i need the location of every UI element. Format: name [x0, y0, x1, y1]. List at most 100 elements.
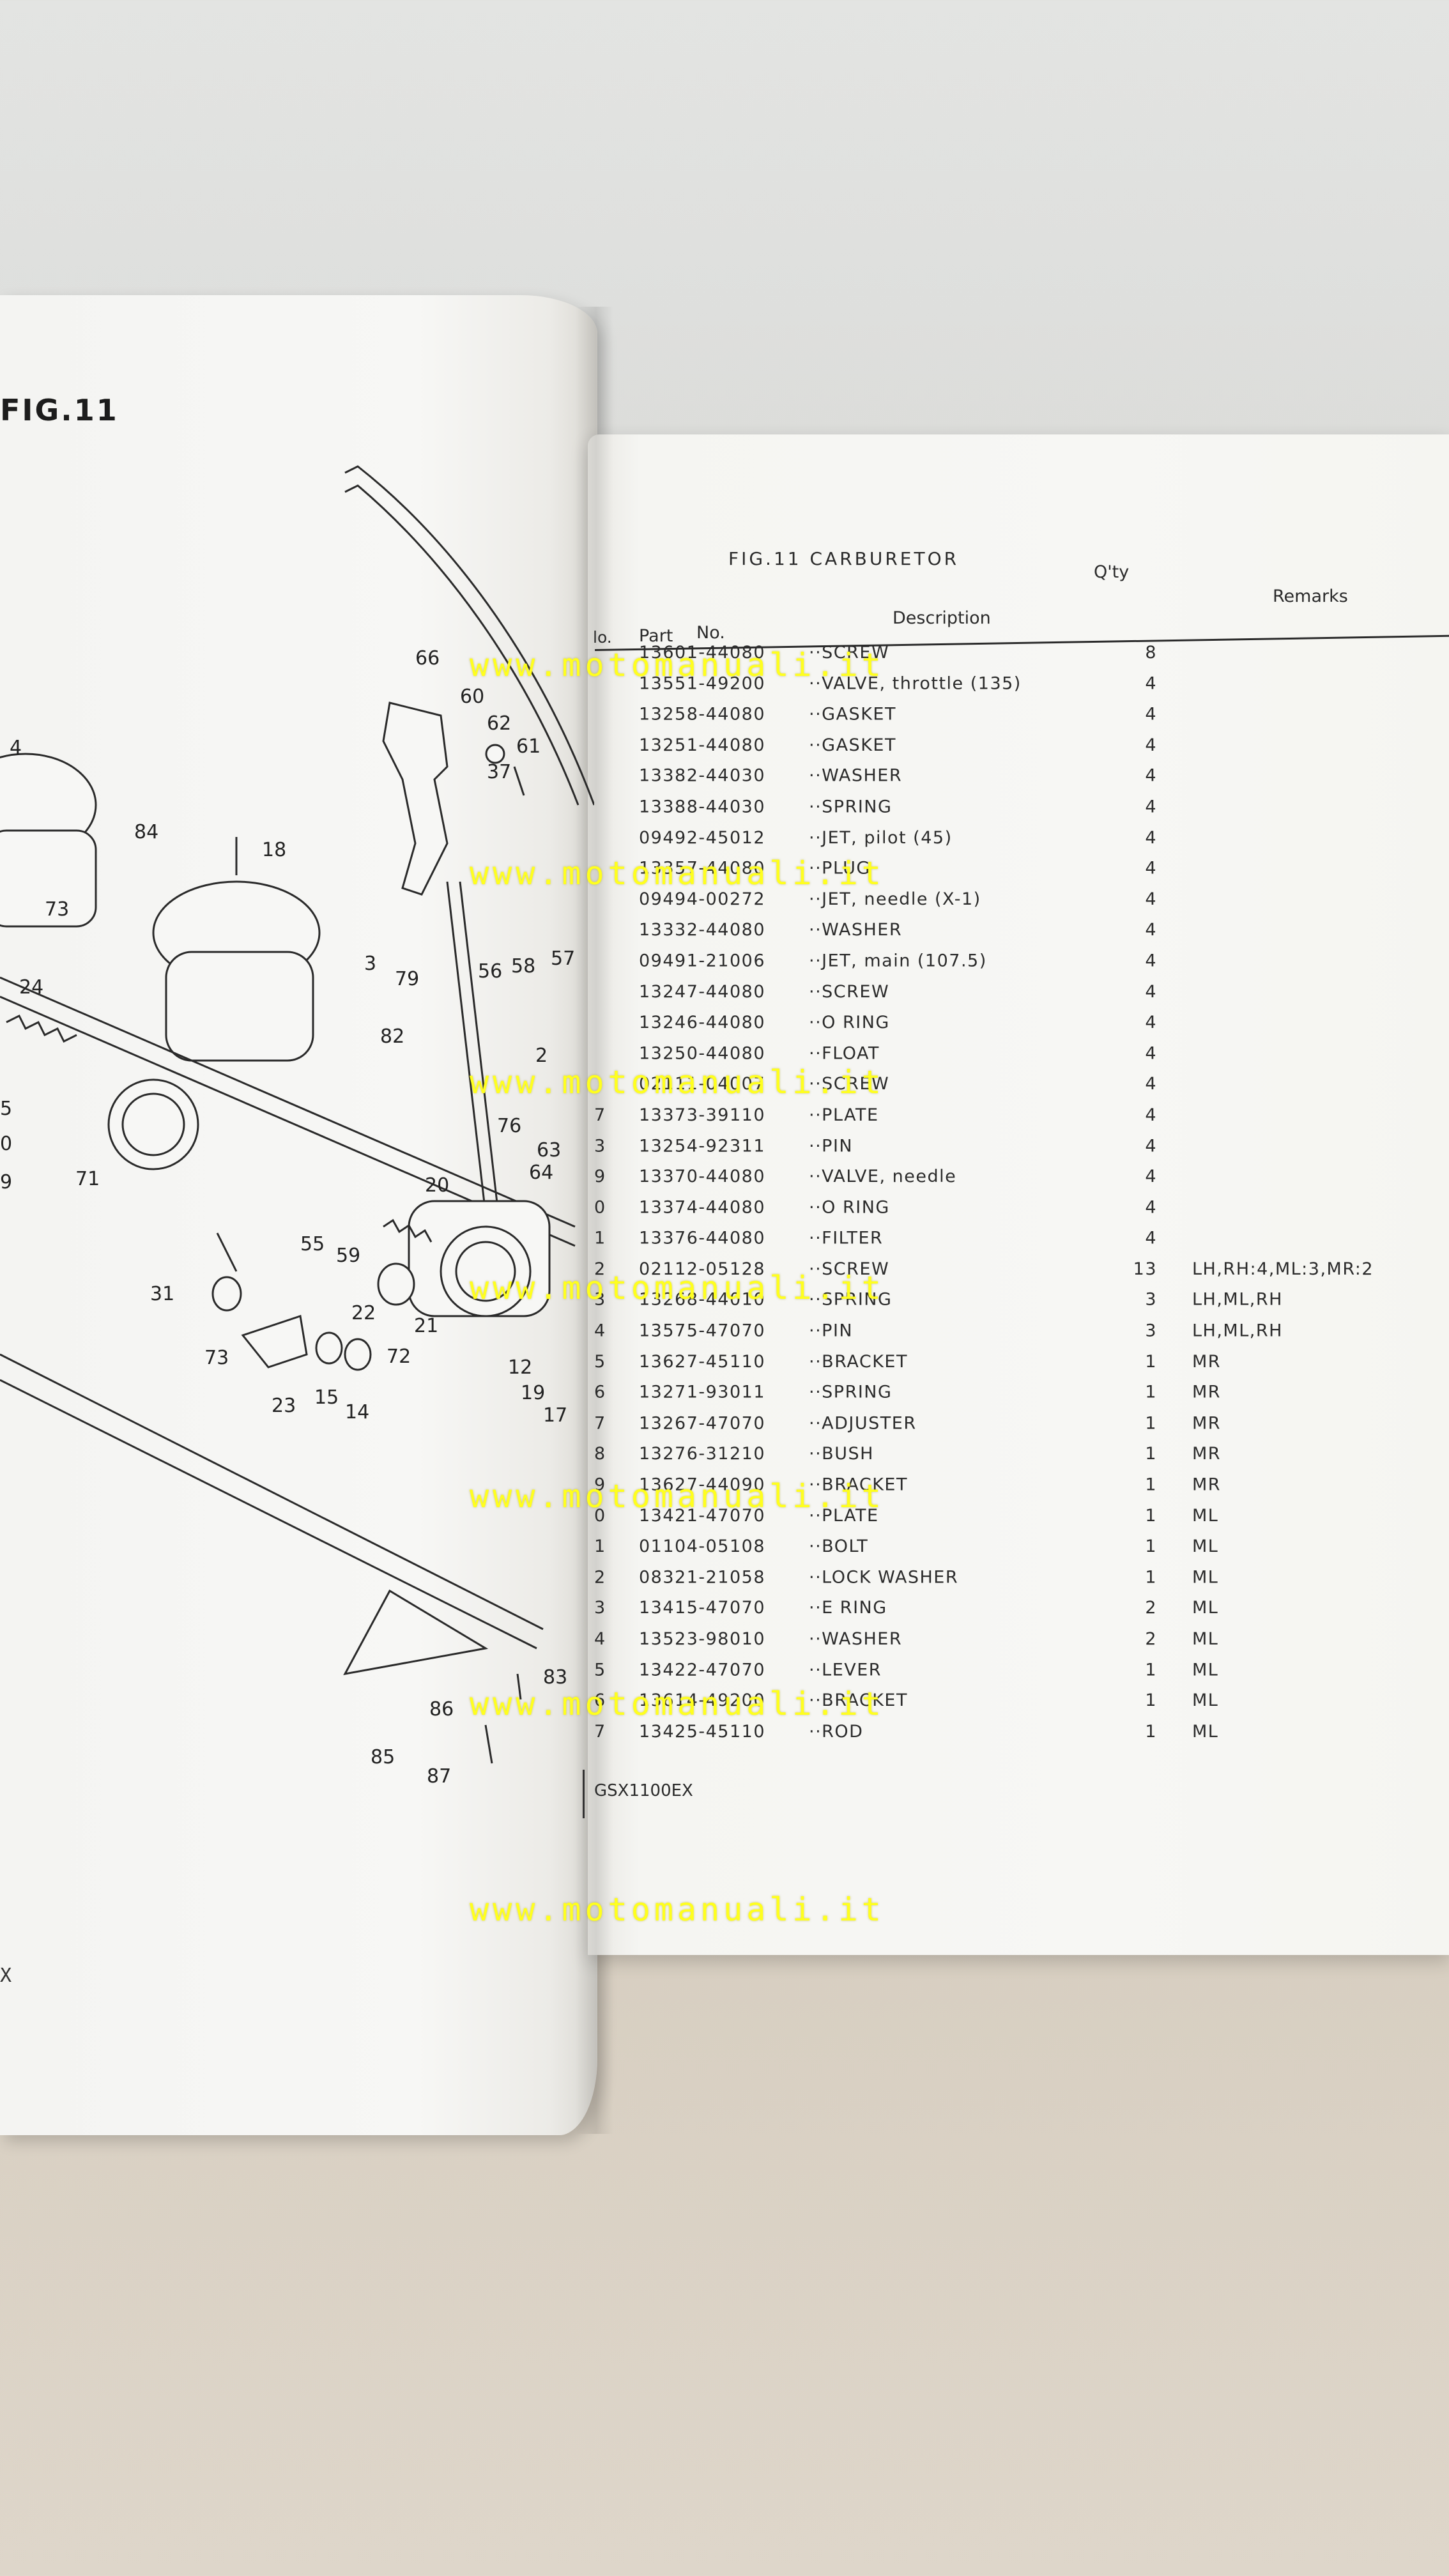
parts-row-ref-no: 9: [594, 1475, 606, 1495]
parts-row-description: ··WASHER: [809, 920, 903, 940]
parts-row-description: ··VALVE, throttle (135): [809, 673, 1022, 694]
parts-row-description: ··VALVE, needle: [809, 1167, 957, 1187]
parts-row-part-number: 13523-98010: [639, 1629, 766, 1649]
diagram-label: 12: [508, 1356, 532, 1379]
diagram-label: 58: [511, 955, 535, 977]
parts-row-part-number: 13382-44030: [639, 765, 766, 786]
parts-row-qty: 3: [1145, 1290, 1157, 1310]
parts-row-ref-no: 4: [594, 1321, 606, 1341]
diagram-label: 0: [0, 1133, 12, 1155]
parts-row-qty: 8: [1145, 643, 1157, 663]
parts-row-description: ··SPRING: [809, 1382, 893, 1402]
parts-row-qty: 4: [1145, 1105, 1157, 1125]
diagram-washer-2: [315, 1331, 343, 1365]
diagram-label: 18: [262, 839, 286, 861]
parts-row-qty: 1: [1145, 1537, 1157, 1557]
parts-row-description: ··GASKET: [809, 704, 896, 724]
model-code: GSX1100EX: [594, 1781, 693, 1800]
parts-row-description: ··BOLT: [809, 1537, 869, 1557]
diagram-label: 55: [300, 1233, 325, 1255]
parts-row-qty: 1: [1145, 1351, 1157, 1372]
parts-row-description: ··SCREW: [809, 1074, 890, 1094]
parts-row-description: ··PIN: [809, 1321, 854, 1341]
parts-row-qty: 1: [1145, 1505, 1157, 1526]
parts-row-ref-no: 6: [594, 1690, 606, 1711]
parts-row-remarks: ML: [1192, 1721, 1219, 1742]
parts-list-title: FIG.11 CARBURETOR: [728, 548, 960, 569]
parts-row-ref-no: 7: [594, 1413, 606, 1434]
page-mark: X: [0, 1965, 12, 1987]
diagram-label: 31: [150, 1283, 174, 1305]
parts-row-description: ··ADJUSTER: [809, 1413, 917, 1434]
parts-row-qty: 4: [1145, 981, 1157, 1002]
parts-row-description: ··ROD: [809, 1721, 864, 1742]
parts-row-qty: 2: [1145, 1629, 1157, 1649]
parts-row-qty: 1: [1145, 1690, 1157, 1711]
parts-row-qty: 4: [1145, 889, 1157, 909]
carburetor-exploded-diagram: 4 84 18 3 73 24 66 60 62 61 37 56 58 57 …: [0, 465, 594, 1788]
diagram-bracket: [382, 702, 448, 896]
parts-row-part-number: 09494-00272: [639, 889, 766, 909]
parts-row-description: ··FILTER: [809, 1228, 884, 1248]
diagram-label: 84: [134, 821, 158, 843]
parts-row-remarks: MR: [1192, 1444, 1222, 1464]
diagram-label: 21: [414, 1315, 438, 1337]
parts-row-ref-no: 2: [594, 1567, 606, 1588]
diagram-label: 2: [535, 1045, 548, 1067]
parts-row-part-number: 09492-45012: [639, 827, 766, 848]
parts-row-part-number: 13370-44080: [639, 1167, 766, 1187]
parts-row: 09492-45012··JET, pilot (45)4: [594, 827, 1449, 859]
parts-row-qty: 4: [1145, 1197, 1157, 1218]
parts-row-qty: 4: [1145, 797, 1157, 817]
parts-row-remarks: MR: [1192, 1475, 1222, 1495]
parts-row-description: ··O RING: [809, 1197, 890, 1218]
parts-row-part-number: 02112-05128: [639, 1259, 766, 1279]
parts-row-ref-no: 5: [594, 1351, 606, 1372]
parts-row-remarks: LH,ML,RH: [1192, 1290, 1283, 1310]
parts-row-part-number: 13425-45110: [639, 1721, 766, 1742]
diagram-throttle-bore-1-inner: [121, 1092, 185, 1156]
diagram-screw: [513, 766, 525, 796]
diagram-rail-bottom: [0, 1353, 544, 1630]
parts-row-part-number: 13254-92311: [639, 1135, 766, 1156]
parts-row-remarks: MR: [1192, 1413, 1222, 1434]
diagram-rod-2: [459, 881, 500, 1215]
parts-row-part-number: 13627-44090: [639, 1475, 766, 1495]
parts-row-qty: 1: [1145, 1382, 1157, 1402]
figure-title: FIG.11: [0, 393, 119, 427]
parts-row-qty: 4: [1145, 704, 1157, 724]
diagram-carb-body-2: [165, 951, 314, 1062]
diagram-label: 63: [537, 1139, 561, 1162]
parts-row-description: ··WASHER: [809, 1629, 903, 1649]
parts-row-part-number: 13250-44080: [639, 1043, 766, 1064]
diagram-throttle-bore-3-inner: [455, 1241, 516, 1302]
parts-row-remarks: LH,RH:4,ML:3,MR:2: [1192, 1259, 1374, 1279]
diagram-throttle-bore-3: [440, 1225, 532, 1317]
diagram-screw-4: [516, 1673, 522, 1700]
parts-row-part-number: 13246-44080: [639, 1012, 766, 1032]
diagram-label: 76: [497, 1115, 521, 1137]
diagram-carb-body-1: [0, 829, 97, 928]
parts-row-part-number: 13373-39110: [639, 1105, 766, 1125]
parts-row-part-number: 13422-47070: [639, 1660, 766, 1680]
parts-row-description: ··E RING: [809, 1598, 887, 1618]
parts-row-remarks: ML: [1192, 1567, 1219, 1588]
parts-row-part-number: 02111-04007: [639, 1074, 766, 1094]
column-header-description: Description: [893, 608, 991, 628]
parts-row-ref-no: 0: [594, 1505, 606, 1526]
parts-row-part-number: 13388-44030: [639, 797, 766, 817]
diagram-label: 20: [425, 1174, 449, 1197]
parts-row-description: ··SCREW: [809, 981, 890, 1002]
parts-row-remarks: ML: [1192, 1537, 1219, 1557]
parts-row-part-number: 13271-93011: [639, 1382, 766, 1402]
diagram-label: 73: [204, 1347, 229, 1369]
